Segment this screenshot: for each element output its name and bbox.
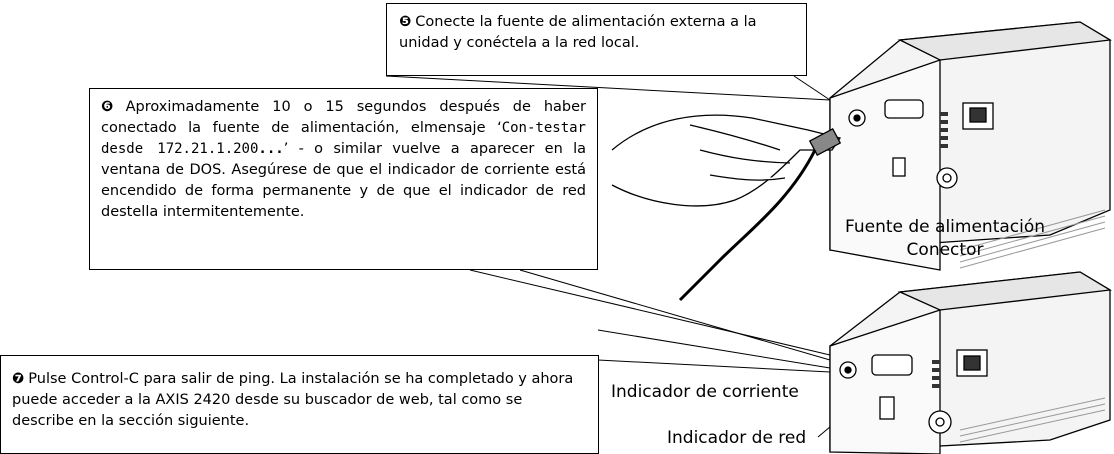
- step5-text: Conecte la fuente de alimentación extern…: [399, 14, 757, 51]
- step6-number: ❻: [101, 99, 122, 115]
- network-indicator-label: Indicador de red: [667, 428, 807, 448]
- step6-text-after: ’ - o similar vuelve a aparecer en la ve…: [101, 141, 586, 220]
- step7-text: Pulse Control-C para salir de ping. La i…: [12, 371, 574, 429]
- hand-with-cable: [611, 114, 842, 302]
- power-connector-label: Fuente de alimentación Conector: [845, 216, 1045, 262]
- step6-code: Con-testar desde 172.21.1.200: [101, 120, 586, 157]
- camera-top: [829, 21, 1112, 271]
- step7-number: ❼: [12, 371, 25, 387]
- leader-lines: [385, 75, 888, 438]
- power-indicator-label: Indicador de corriente: [611, 382, 799, 402]
- power-connector-line1: Fuente de alimentación: [845, 217, 1046, 237]
- step6-code-dots: ...: [258, 141, 284, 157]
- step5-number: ❺: [399, 14, 412, 30]
- camera-bottom: [829, 271, 1112, 454]
- step6-text-before: Aproximadamente 10 o 15 segundos después…: [101, 99, 586, 136]
- power-connector-line2: Conector: [906, 240, 984, 260]
